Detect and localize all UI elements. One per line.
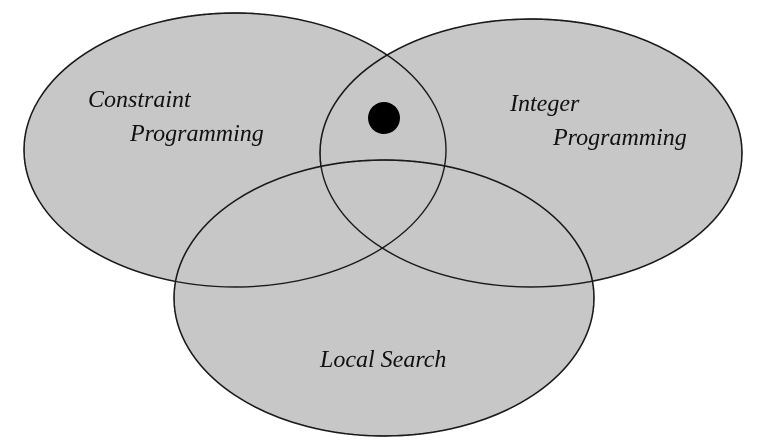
label-constraint-line-1: Constraint (88, 87, 192, 113)
label-local-search: Local Search (319, 347, 446, 373)
label-integer-line-1: Integer (509, 91, 580, 117)
label-integer-line-2: Programming (552, 125, 687, 151)
intersection-marker-dot (368, 102, 400, 134)
set-constraint-programming-outline (23, 12, 447, 288)
set-local-search-ellipse (173, 159, 595, 437)
set-local-search-outline (173, 159, 595, 437)
set-integer-programming-outline (319, 18, 743, 288)
label-constraint-line-2: Programming (129, 121, 264, 147)
